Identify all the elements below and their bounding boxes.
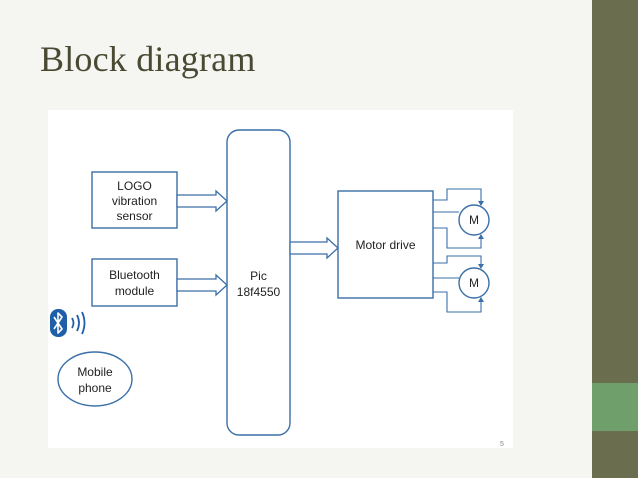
logo-sensor-label-line1: LOGO xyxy=(117,179,152,193)
bluetooth-module-label-line2: module xyxy=(115,284,155,298)
arrow-mcu-to-motor-drive xyxy=(289,236,339,260)
page-number: 5 xyxy=(500,441,504,448)
motor-1-circle xyxy=(458,204,490,236)
bluetooth-module-box xyxy=(91,258,178,307)
wireless-signal-icon xyxy=(71,311,86,335)
bluetooth-icon xyxy=(50,309,67,337)
bluetooth-module-label-line1: Bluetooth xyxy=(109,268,160,282)
logo-sensor-label-line3: sensor xyxy=(116,209,152,223)
mobile-phone-label-line2: phone xyxy=(78,381,112,395)
motor-1-wire-bottom xyxy=(433,227,482,249)
diagram-panel xyxy=(48,110,513,448)
motor-drive-label: Motor drive xyxy=(355,238,415,252)
motor-2-wire-top xyxy=(433,255,482,268)
motor-2-wire-bottom xyxy=(433,291,482,313)
mobile-phone-ellipse xyxy=(57,351,133,407)
mobile-phone-label-line1: Mobile xyxy=(77,365,113,379)
slide-title: Block diagram xyxy=(40,39,256,79)
mcu-label-line2: 18f4550 xyxy=(237,285,281,299)
motor-2-circle xyxy=(458,267,490,299)
logo-sensor-label-line2: vibration xyxy=(112,194,157,208)
arrow-bluetooth-to-mcu xyxy=(176,273,228,297)
mcu-label-line1: Pic xyxy=(250,269,267,283)
mcu-box xyxy=(226,129,291,436)
motor-1-wire-top xyxy=(433,188,482,205)
motor-drive-box xyxy=(337,190,434,299)
arrow-sensor-to-mcu xyxy=(176,189,228,213)
sidebar-accent-block xyxy=(592,383,638,431)
motor-1-label: M xyxy=(469,213,479,227)
motor-2-label: M xyxy=(469,276,479,290)
